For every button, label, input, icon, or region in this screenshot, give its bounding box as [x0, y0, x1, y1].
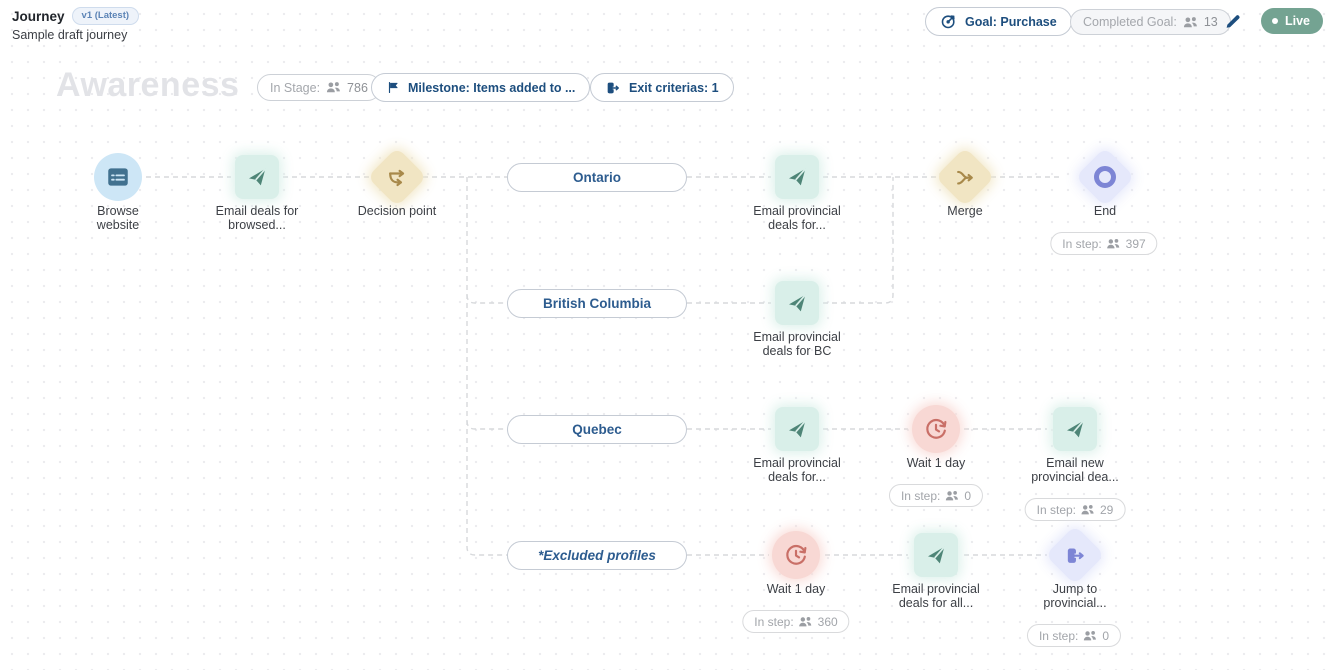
browser-window-icon: [105, 164, 131, 190]
branch-pill-excluded-profiles[interactable]: *Excluded profiles: [507, 541, 687, 570]
journey-title-block: Journey v1 (Latest) Sample draft journey: [12, 7, 140, 42]
node-email-deals-browsed[interactable]: [235, 155, 279, 199]
node-label: Merge: [947, 204, 983, 218]
in-step-badge-wait-excluded: In step: 360: [742, 610, 850, 633]
node-email-provincial-quebec[interactable]: [775, 407, 819, 451]
end-circle-icon: [1094, 166, 1116, 188]
node-decision-point[interactable]: [367, 147, 427, 207]
flag-icon: [386, 80, 400, 95]
goal-button-label: Goal: Purchase: [965, 14, 1057, 29]
branch-pill-quebec[interactable]: Quebec: [507, 415, 687, 444]
goal-icon: [940, 13, 957, 30]
goal-button[interactable]: Goal: Purchase: [925, 7, 1072, 36]
in-step-badge-jump: In step: 0: [1026, 624, 1122, 647]
live-label: Live: [1285, 14, 1311, 28]
send-email-icon: [1063, 417, 1087, 441]
people-icon: [1183, 16, 1198, 29]
exit-criterias-label: Exit criterias: 1: [629, 80, 719, 95]
in-step-badge-end: In step: 397: [1050, 232, 1158, 255]
in-step-badge-wait-quebec: In step: 0: [888, 484, 984, 507]
journey-subtitle: Sample draft journey: [12, 28, 128, 42]
people-icon: [1107, 238, 1121, 250]
in-stage-label: In Stage:: [270, 80, 321, 95]
exit-icon: [605, 80, 621, 96]
send-email-icon: [245, 165, 269, 189]
node-email-provincial-ontario[interactable]: [775, 155, 819, 199]
live-status-badge[interactable]: Live: [1261, 8, 1324, 34]
send-email-icon: [785, 291, 809, 315]
wait-clock-icon: [784, 543, 808, 567]
node-wait-1-day-excluded[interactable]: [772, 531, 820, 579]
in-stage-pill: In Stage: 786: [257, 74, 381, 101]
node-wait-1-day-quebec[interactable]: [912, 405, 960, 453]
milestone-button[interactable]: Milestone: Items added to ...: [371, 73, 591, 102]
branch-arrows-icon: [386, 166, 409, 189]
node-email-new-provincial[interactable]: [1053, 407, 1097, 451]
people-icon: [799, 616, 813, 628]
people-icon: [326, 81, 341, 94]
version-badge[interactable]: v1 (Latest): [71, 7, 140, 25]
node-browse-website[interactable]: [94, 153, 142, 201]
jump-arrow-icon: [1064, 544, 1087, 567]
branch-pill-ontario[interactable]: Ontario: [507, 163, 687, 192]
completed-goal-label: Completed Goal:: [1083, 15, 1177, 29]
node-label: End: [1093, 204, 1117, 218]
wait-clock-icon: [924, 417, 948, 441]
send-email-icon: [924, 543, 948, 567]
node-label: Wait 1 day: [906, 456, 966, 470]
stage-title: Awareness: [56, 66, 240, 104]
completed-goal-pill: Completed Goal: 13: [1070, 9, 1231, 35]
milestone-label: Milestone: Items added to ...: [408, 80, 576, 95]
edit-pencil-icon[interactable]: [1224, 12, 1242, 30]
people-icon: [945, 490, 959, 502]
node-merge[interactable]: [935, 147, 995, 207]
node-label: Wait 1 day: [766, 582, 826, 596]
node-jump-to-provincial[interactable]: [1045, 525, 1105, 585]
node-label: Decision point: [357, 204, 437, 218]
merge-arrows-icon: [954, 166, 977, 189]
exit-criterias-button[interactable]: Exit criterias: 1: [590, 73, 734, 102]
live-dot-icon: [1272, 18, 1278, 24]
people-icon: [1083, 630, 1097, 642]
send-email-icon: [785, 417, 809, 441]
in-stage-count: 786: [347, 80, 368, 95]
journey-title: Journey: [12, 8, 65, 24]
in-step-badge-email-new: In step: 29: [1024, 498, 1126, 521]
branch-pill-british-columbia[interactable]: British Columbia: [507, 289, 687, 318]
completed-goal-count: 13: [1203, 15, 1218, 29]
send-email-icon: [785, 165, 809, 189]
node-email-provincial-bc[interactable]: [775, 281, 819, 325]
people-icon: [1081, 504, 1095, 516]
node-email-provincial-all[interactable]: [914, 533, 958, 577]
